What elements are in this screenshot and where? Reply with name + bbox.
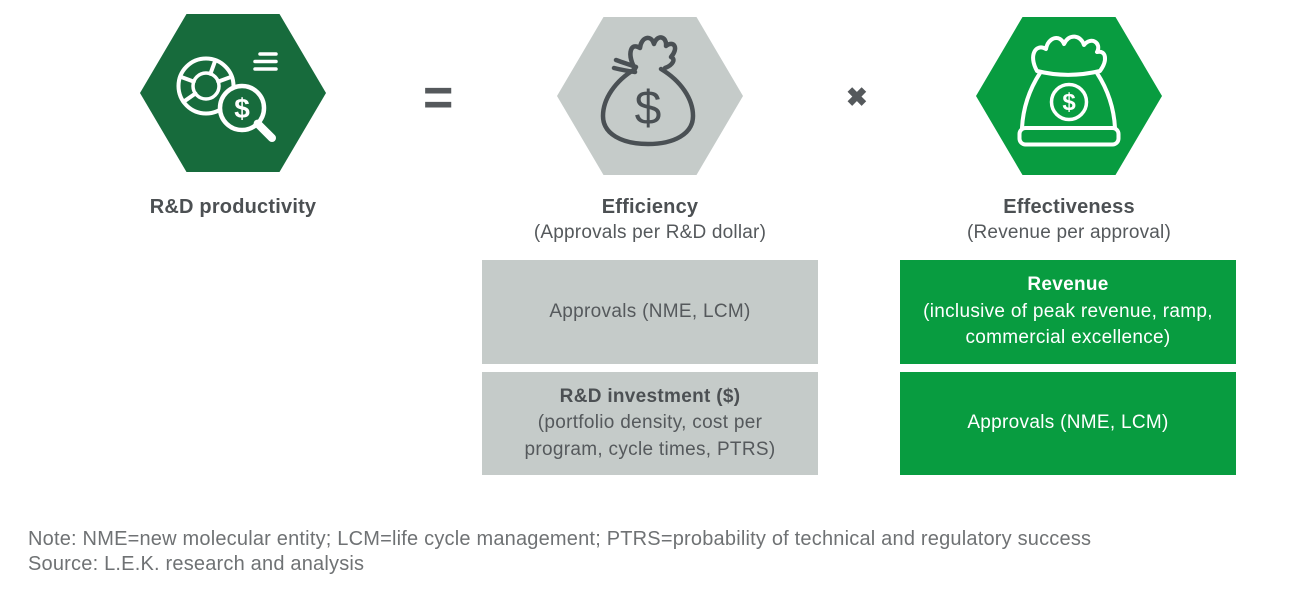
multiplication-sign: ✖ xyxy=(846,82,868,112)
effectiveness-hexagon: $ xyxy=(976,17,1162,175)
rd-productivity-label: R&D productivity xyxy=(149,196,317,218)
revenue-box: Revenue (inclusive of peak revenue, ramp… xyxy=(900,260,1236,364)
money-sack-dollar-icon: $ xyxy=(1017,34,1121,147)
box-title-text: Revenue xyxy=(1027,274,1109,296)
donut-chart-magnifier-dollar-icon: $ xyxy=(176,52,278,142)
rd-investment-box: R&D investment ($) (portfolio density, c… xyxy=(482,372,818,475)
note-line: Note: NME=new molecular entity; LCM=life… xyxy=(28,528,1092,550)
equals-sign: = xyxy=(423,69,454,127)
box-body-text: (inclusive of peak revenue, ramp, commer… xyxy=(923,300,1213,349)
source-line: Source: L.E.K. research and analysis xyxy=(28,553,365,575)
box-body-text: Approvals (NME, LCM) xyxy=(549,300,751,322)
box-title-text: R&D investment ($) xyxy=(559,385,741,407)
hexagon-shape xyxy=(557,17,743,175)
effectiveness-label: Effectiveness xyxy=(1003,196,1135,218)
dollar-glyph: $ xyxy=(234,93,250,124)
hexagon-shape xyxy=(976,17,1162,175)
footnote-block: Note: NME=new molecular entity; LCM=life… xyxy=(28,527,1091,577)
effectiveness-approvals-box: Approvals (NME, LCM) xyxy=(900,372,1236,475)
effectiveness-sublabel: (Revenue per approval) xyxy=(966,222,1171,243)
efficiency-sublabel: (Approvals per R&D dollar) xyxy=(533,222,767,243)
rd-productivity-hexagon: $ xyxy=(140,14,326,172)
box-body-text: (portfolio density, cost per program, cy… xyxy=(524,412,776,460)
dollar-glyph: $ xyxy=(1062,89,1076,116)
dollar-glyph: $ xyxy=(635,82,662,135)
efficiency-label: Efficiency xyxy=(601,196,699,218)
money-bag-dollar-icon: $ xyxy=(600,35,696,147)
efficiency-hexagon: $ xyxy=(557,17,743,175)
box-body-text: Approvals (NME, LCM) xyxy=(967,412,1169,434)
efficiency-approvals-box: Approvals (NME, LCM) xyxy=(482,260,818,364)
